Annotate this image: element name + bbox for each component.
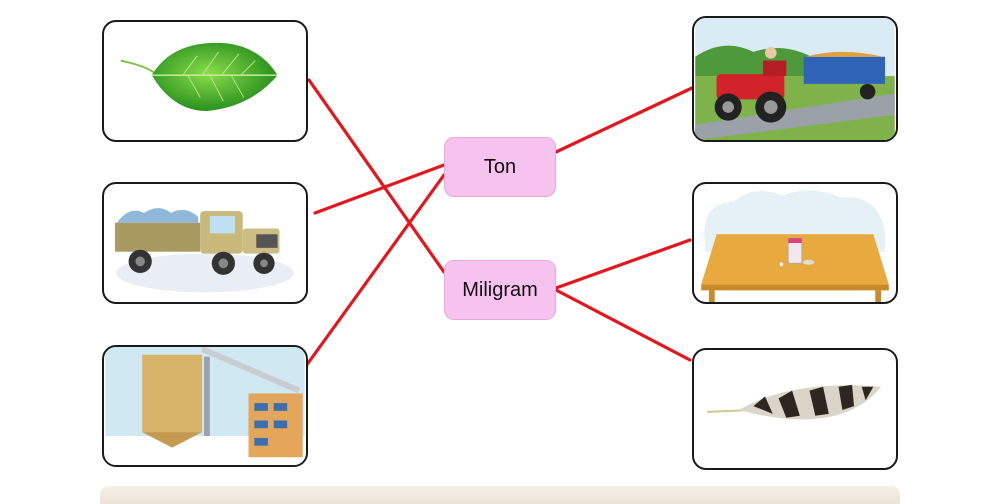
cargo-truck-icon <box>115 208 294 293</box>
bottom-decorative-band <box>100 486 900 504</box>
line-leaf-miligram <box>307 78 446 274</box>
unit-box-miligram[interactable]: Miligram <box>444 260 556 320</box>
pill-bottle-on-table-icon <box>701 190 889 302</box>
card-feather[interactable] <box>692 348 898 470</box>
tractor-trailer-icon <box>695 18 895 140</box>
card-silo[interactable] <box>102 345 308 467</box>
card-truck[interactable] <box>102 182 308 304</box>
line-silo-ton <box>304 173 446 368</box>
feather-icon <box>706 384 882 420</box>
card-tractor[interactable] <box>692 16 898 142</box>
line-truck-ton <box>313 163 446 215</box>
card-table[interactable] <box>692 182 898 304</box>
unit-label-miligram: Miligram <box>462 278 538 301</box>
card-leaf[interactable] <box>102 20 308 142</box>
grain-silo-icon <box>105 347 305 465</box>
leaf-icon <box>120 42 278 111</box>
unit-box-ton[interactable]: Ton <box>444 137 556 197</box>
line-feather-miligram <box>554 288 692 362</box>
line-tractor-ton <box>554 86 694 154</box>
line-table-miligram <box>554 238 692 290</box>
unit-label-ton: Ton <box>483 155 517 178</box>
